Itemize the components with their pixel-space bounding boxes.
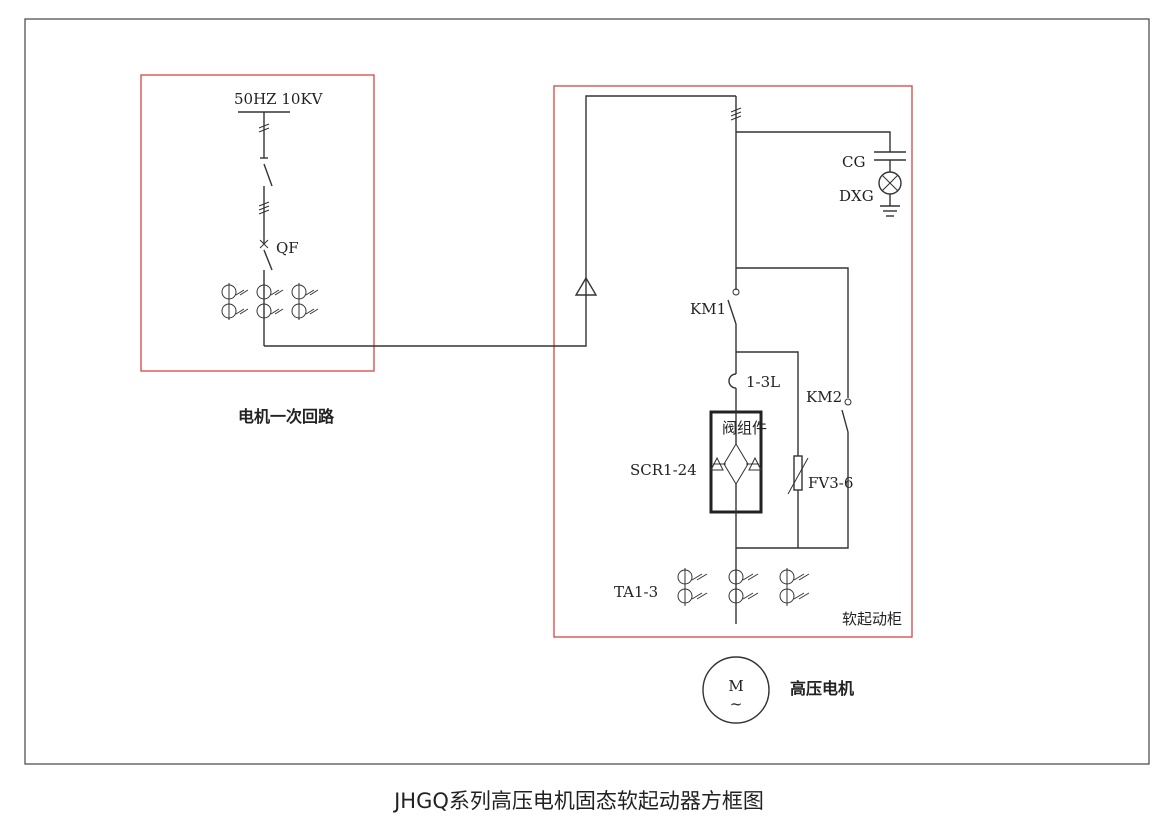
cg-label: CG (842, 153, 865, 171)
motor-icon (702, 656, 770, 724)
thyristor-bridge-icon (723, 443, 749, 485)
ct-group-primary (221, 283, 319, 320)
valve-group-label: 阀组件 (722, 419, 767, 437)
primary-circuit (221, 111, 319, 346)
hv-motor-label: 高压电机 (790, 679, 854, 698)
ct-group-cabinet (677, 568, 810, 606)
dxg-label: DXG (839, 187, 874, 205)
supply-label: 50HZ 10KV (234, 90, 324, 108)
reactor-label: 1-3L (746, 373, 780, 391)
breaker-label: QF (276, 239, 299, 257)
motor-tilde: ~ (730, 695, 743, 713)
reactor-icon (728, 373, 737, 389)
soft-start-cabinet-label: 软起动柜 (842, 610, 902, 628)
varistor-icon (793, 455, 803, 491)
soft-start-cabinet-box (553, 85, 913, 638)
cabinet-circuit (677, 96, 906, 624)
scr-label: SCR1-24 (630, 461, 697, 479)
primary-circuit-box (140, 74, 375, 372)
primary-circuit-label: 电机一次回路 (238, 407, 335, 426)
km1-label: KM1 (690, 300, 726, 318)
outer-frame (24, 18, 1150, 765)
motor-symbol: M (728, 677, 743, 695)
diagram-title: JHGQ系列高压电机固态软起动器方框图 (392, 789, 764, 813)
km2-label: KM2 (806, 388, 842, 406)
cable-terminal-icon (574, 276, 598, 296)
ta-label: TA1-3 (614, 583, 658, 601)
cable-link (264, 95, 736, 347)
fv-label: FV3-6 (808, 474, 853, 492)
